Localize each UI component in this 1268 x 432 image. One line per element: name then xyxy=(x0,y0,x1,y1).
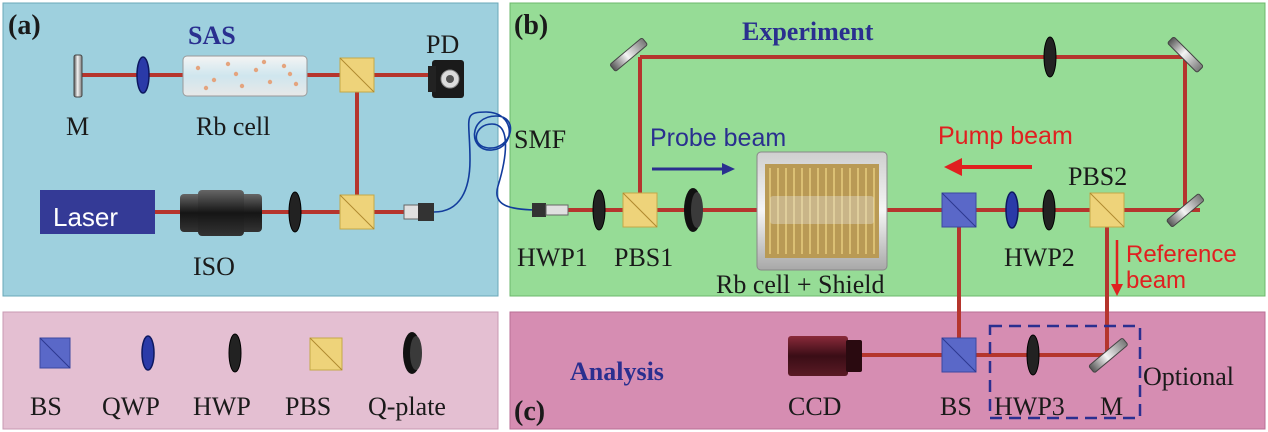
panel-c-title: Analysis xyxy=(570,357,664,386)
q-plate-icon xyxy=(684,188,703,232)
single-mode-fiber xyxy=(433,111,541,213)
iso-label: ISO xyxy=(193,252,235,281)
panel-b-tag: (b) xyxy=(514,10,548,41)
hwp1-label: HWP1 xyxy=(517,243,588,272)
legend-bs-icon xyxy=(39,337,71,369)
sas-pbs-bottom-icon xyxy=(339,194,375,230)
reference-beam-label-line2: beam xyxy=(1126,267,1186,294)
rb-shield-label: Rb cell + Shield xyxy=(716,270,884,299)
pbs1-label: PBS1 xyxy=(614,243,673,272)
hwp2-icon xyxy=(1042,189,1056,231)
pd-label: PD xyxy=(426,30,459,59)
photodiode-icon xyxy=(428,60,464,98)
panel-a-background xyxy=(2,2,499,297)
pbs2-icon xyxy=(1089,192,1125,228)
legend-qwp-icon xyxy=(141,335,155,371)
legend-hwp-icon xyxy=(228,333,242,373)
fiber-collimator-icon xyxy=(532,203,569,217)
bs-analysis-label: BS xyxy=(940,392,972,421)
legend-label-bs: BS xyxy=(30,392,62,421)
ccd-camera-icon xyxy=(788,336,862,376)
pump-arrow-icon xyxy=(944,158,1032,176)
mirror-icon xyxy=(73,54,83,98)
rb-cell-icon xyxy=(182,55,308,97)
rb-cell-shield-icon xyxy=(756,151,888,271)
hwp3-label: HWP3 xyxy=(994,392,1065,421)
pbs2-label: PBS2 xyxy=(1068,162,1127,191)
mirror-label: M xyxy=(66,112,89,141)
legend-q-plate-icon xyxy=(403,332,422,374)
optional-box xyxy=(988,324,1142,420)
rb-atoms xyxy=(195,59,299,91)
mirror-analysis-icon xyxy=(1088,338,1128,373)
hwp-icon xyxy=(288,191,302,233)
laser-label: Laser xyxy=(53,202,118,232)
rb-cell-label: Rb cell xyxy=(196,112,270,141)
bs-experiment-icon xyxy=(941,192,977,228)
sas-pbs-top-icon xyxy=(339,57,375,93)
panel-b-title: Experiment xyxy=(742,17,874,46)
legend-label-qwp: QWP xyxy=(102,392,160,421)
bs-analysis-icon xyxy=(941,337,977,373)
mirror-bottom-right-icon xyxy=(1166,193,1204,228)
qwp-icon xyxy=(136,56,150,94)
hwp-loop-icon xyxy=(1043,36,1057,78)
probe-beam-label: Probe beam xyxy=(650,124,786,152)
panel-a-tag: (a) xyxy=(8,10,41,41)
ccd-label: CCD xyxy=(788,392,841,421)
legend-label-pbs: PBS xyxy=(285,392,331,421)
panel-c-tag: (c) xyxy=(514,396,545,427)
laser-icon xyxy=(40,190,155,234)
mirror-top-left-icon xyxy=(610,37,648,72)
mirror-analysis-label: M xyxy=(1100,392,1123,421)
hwp3-icon xyxy=(1026,334,1040,376)
hwp2-label: HWP2 xyxy=(1004,243,1075,272)
hwp1-icon xyxy=(592,189,606,231)
legend-pbs-icon xyxy=(309,337,343,371)
pump-beam-label: Pump beam xyxy=(938,122,1073,150)
optional-label: Optional xyxy=(1143,362,1234,391)
smf-label: SMF xyxy=(514,125,566,154)
reference-arrow-icon xyxy=(1111,240,1123,296)
legend-label-q-plate: Q-plate xyxy=(368,392,446,421)
isolator-icon xyxy=(180,190,262,236)
fiber-coupler-icon xyxy=(403,203,434,221)
probe-arrow-icon xyxy=(652,163,735,175)
pbs1-icon xyxy=(622,192,658,228)
reference-beam-label-line1: Reference xyxy=(1126,241,1237,268)
mirror-top-right-icon xyxy=(1167,36,1204,73)
qwp-experiment-icon xyxy=(1005,191,1019,229)
legend-label-hwp: HWP xyxy=(193,392,251,421)
panel-a-title: SAS xyxy=(188,21,236,50)
